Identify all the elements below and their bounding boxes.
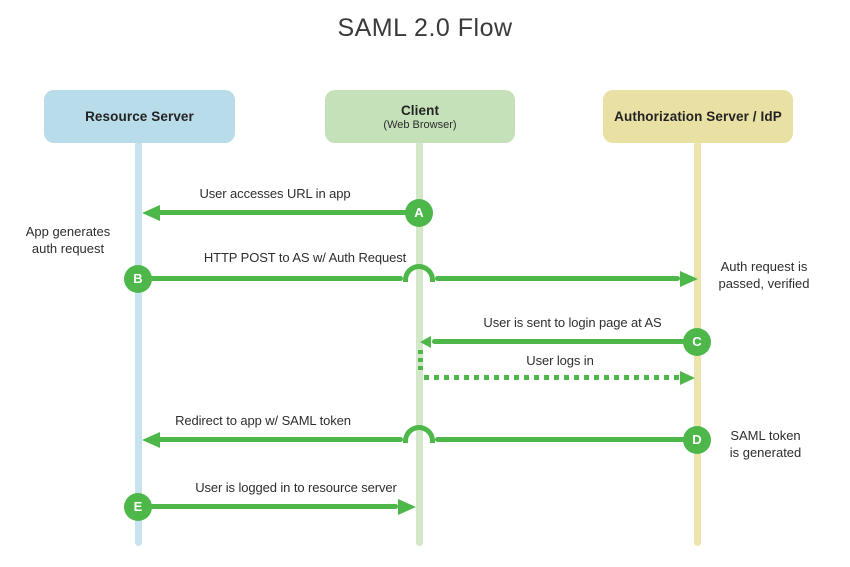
note-saml-generated: SAML token is generated bbox=[713, 428, 818, 461]
message-a-line bbox=[157, 210, 407, 215]
message-login-arrowhead-icon bbox=[680, 371, 695, 385]
actor-client-subtitle: (Web Browser) bbox=[383, 118, 457, 131]
actor-authorization-server-title: Authorization Server / IdP bbox=[614, 109, 782, 124]
message-b-line-left bbox=[150, 276, 403, 281]
step-a-badge: A bbox=[405, 199, 433, 227]
message-login-label: User logs in bbox=[526, 353, 594, 368]
message-b-arrowhead-icon bbox=[680, 271, 698, 287]
note-app-generates: App generates auth request bbox=[12, 224, 124, 257]
actor-resource-server: Resource Server bbox=[44, 90, 235, 143]
message-b-label: HTTP POST to AS w/ Auth Request bbox=[203, 250, 407, 265]
message-e-label: User is logged in to resource server bbox=[195, 480, 397, 495]
resource-server-lifeline bbox=[135, 141, 142, 546]
client-lifeline bbox=[416, 141, 423, 546]
message-b-line-right bbox=[435, 276, 680, 281]
message-d-line-right bbox=[435, 437, 685, 442]
message-e-arrowhead-icon bbox=[398, 499, 416, 515]
note-auth-passed-line1: Auth request is bbox=[720, 259, 808, 274]
message-a-label: User accesses URL in app bbox=[199, 186, 351, 201]
message-b-hop-icon bbox=[403, 264, 435, 282]
step-b-badge: B bbox=[124, 265, 152, 293]
message-d-arrowhead-icon bbox=[142, 432, 160, 448]
message-d-line-left bbox=[158, 437, 403, 442]
note-saml-generated-line2: is generated bbox=[729, 444, 802, 460]
message-c-line bbox=[432, 339, 686, 344]
note-saml-generated-line1: SAML token bbox=[730, 428, 801, 443]
message-e-line bbox=[150, 504, 398, 509]
step-d-badge: D bbox=[683, 426, 711, 454]
note-auth-passed: Auth request is passed, verified bbox=[710, 259, 818, 292]
actor-client-title: Client bbox=[400, 102, 440, 118]
diagram-title: SAML 2.0 Flow bbox=[337, 14, 513, 42]
message-login-line bbox=[424, 375, 680, 380]
actor-client: Client (Web Browser) bbox=[325, 90, 515, 143]
message-d-label: Redirect to app w/ SAML token bbox=[175, 413, 351, 428]
message-d-hop-icon bbox=[403, 425, 435, 443]
message-c-label: User is sent to login page at AS bbox=[483, 315, 662, 330]
message-login-connector bbox=[418, 350, 423, 374]
message-c-arrowhead-icon bbox=[420, 336, 431, 348]
note-app-generates-line1: App generates bbox=[25, 224, 111, 239]
actor-resource-server-title: Resource Server bbox=[85, 109, 194, 124]
step-c-badge: C bbox=[683, 328, 711, 356]
step-e-badge: E bbox=[124, 493, 152, 521]
note-auth-passed-line2: passed, verified bbox=[718, 275, 810, 291]
note-app-generates-line2: auth request bbox=[31, 240, 105, 256]
actor-authorization-server: Authorization Server / IdP bbox=[603, 90, 793, 143]
message-a-arrowhead-icon bbox=[142, 205, 160, 221]
